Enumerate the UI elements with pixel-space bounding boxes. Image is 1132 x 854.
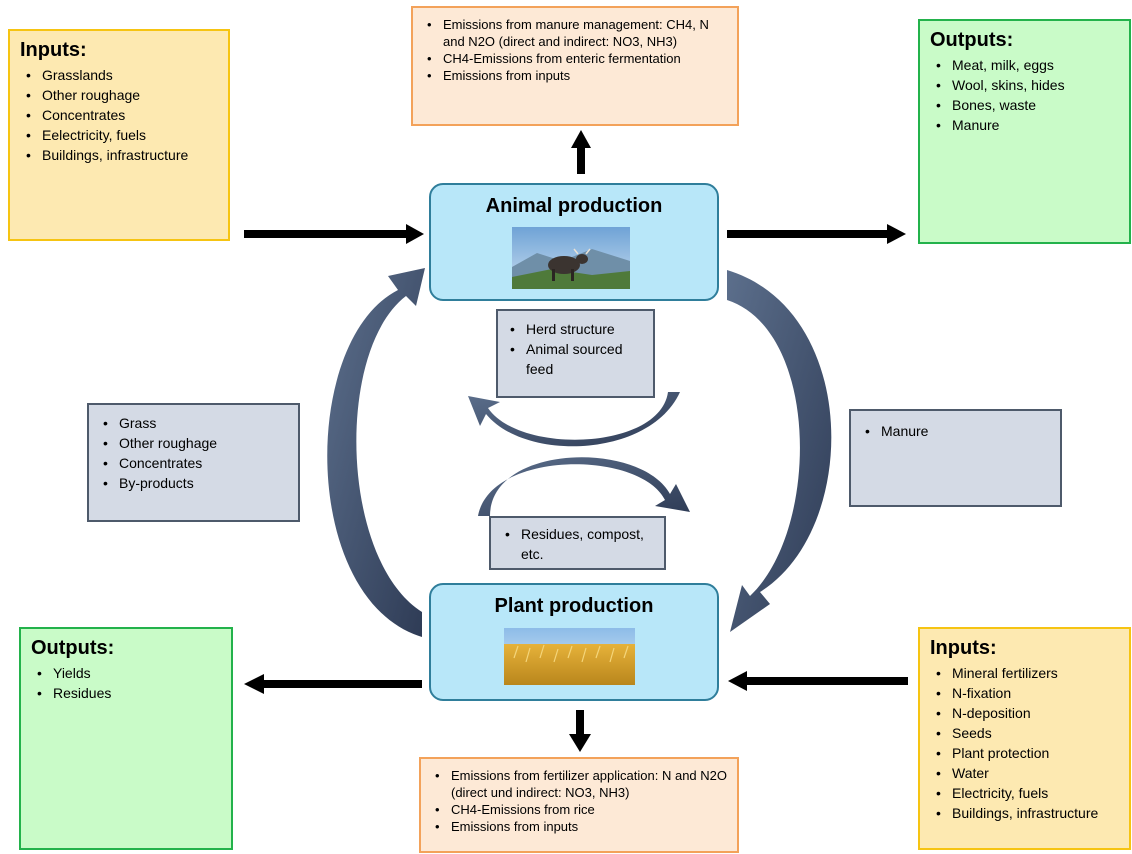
cow-photo (512, 227, 630, 289)
list-item: Concentrates (20, 105, 218, 125)
list-item: Animal sourced feed (504, 339, 647, 379)
arrow-plant-to-emissions (569, 710, 591, 752)
inputs-plant-box: Inputs: Mineral fertilizers N-fixation N… (918, 627, 1131, 850)
list-item: CH4-Emissions from rice (429, 801, 729, 818)
list-item: Emissions from inputs (429, 818, 729, 835)
emissions-plant-list: Emissions from fertilizer application: N… (429, 767, 729, 835)
list-item: Manure (859, 421, 1052, 441)
residues-list: Residues, compost, etc. (499, 524, 656, 564)
list-item: Electricity, fuels (930, 783, 1119, 803)
arrow-plant-to-outputs (244, 674, 422, 694)
list-item: Meat, milk, eggs (930, 55, 1119, 75)
list-item: Emissions from fertilizer application: N… (429, 767, 729, 801)
list-item: N-deposition (930, 703, 1119, 723)
list-item: Bones, waste (930, 95, 1119, 115)
outputs-plant-box: Outputs: Yields Residues (19, 627, 233, 850)
list-item: Seeds (930, 723, 1119, 743)
residues-box: Residues, compost, etc. (489, 516, 666, 570)
herd-structure-box: Herd structure Animal sourced feed (496, 309, 655, 398)
list-item: Grass (97, 413, 290, 433)
curved-arrow-animal-to-plant (727, 270, 832, 632)
feed-flow-box: Grass Other roughage Concentrates By-pro… (87, 403, 300, 522)
outputs-plant-list: Yields Residues (31, 663, 221, 703)
arrow-animal-to-outputs (727, 224, 906, 244)
list-item: Residues (31, 683, 221, 703)
emissions-plant-box: Emissions from fertilizer application: N… (419, 757, 739, 853)
inputs-animal-box: Inputs: Grasslands Other roughage Concen… (8, 29, 230, 241)
list-item: Yields (31, 663, 221, 683)
outputs-animal-heading: Outputs: (930, 29, 1014, 51)
list-item: CH4-Emissions from enteric fermentation (421, 50, 729, 67)
emissions-animal-box: Emissions from manure management: CH4, N… (411, 6, 739, 126)
list-item: N-fixation (930, 683, 1119, 703)
inputs-plant-heading: Inputs: (930, 637, 997, 659)
list-item: Other roughage (97, 433, 290, 453)
feed-flow-list: Grass Other roughage Concentrates By-pro… (97, 413, 290, 493)
emissions-animal-list: Emissions from manure management: CH4, N… (421, 16, 729, 84)
plant-production-title: Plant production (494, 595, 654, 617)
list-item: Buildings, infrastructure (20, 145, 218, 165)
list-item: Eelectricity, fuels (20, 125, 218, 145)
list-item: Emissions from inputs (421, 67, 729, 84)
manure-flow-list: Manure (859, 421, 1052, 441)
list-item: Water (930, 763, 1119, 783)
inputs-animal-list: Grasslands Other roughage Concentrates E… (20, 65, 218, 165)
list-item: Plant protection (930, 743, 1119, 763)
list-item: Other roughage (20, 85, 218, 105)
list-item: Buildings, infrastructure (930, 803, 1119, 823)
inputs-plant-list: Mineral fertilizers N-fixation N-deposit… (930, 663, 1119, 823)
outputs-animal-box: Outputs: Meat, milk, eggs Wool, skins, h… (918, 19, 1131, 244)
list-item: Grasslands (20, 65, 218, 85)
arrow-inputs-to-animal (244, 224, 424, 244)
manure-flow-box: Manure (849, 409, 1062, 507)
arrow-animal-to-emissions (571, 130, 591, 174)
list-item: Mineral fertilizers (930, 663, 1119, 683)
outputs-animal-list: Meat, milk, eggs Wool, skins, hides Bone… (930, 55, 1119, 135)
herd-structure-list: Herd structure Animal sourced feed (504, 319, 647, 379)
list-item: Residues, compost, etc. (499, 524, 656, 564)
curved-arrow-plant-to-animal (327, 268, 425, 637)
wheat-field-photo (504, 628, 635, 685)
inputs-animal-heading: Inputs: (20, 39, 87, 61)
list-item: Emissions from manure management: CH4, N… (421, 16, 729, 50)
list-item: Wool, skins, hides (930, 75, 1119, 95)
list-item: Herd structure (504, 319, 647, 339)
loop-arrow-plant (478, 457, 690, 516)
list-item: By-products (97, 473, 290, 493)
list-item: Concentrates (97, 453, 290, 473)
arrow-inputs-to-plant (728, 671, 908, 691)
animal-production-title: Animal production (485, 195, 663, 217)
outputs-plant-heading: Outputs: (31, 637, 115, 659)
loop-arrow-animal (468, 392, 680, 447)
list-item: Manure (930, 115, 1119, 135)
